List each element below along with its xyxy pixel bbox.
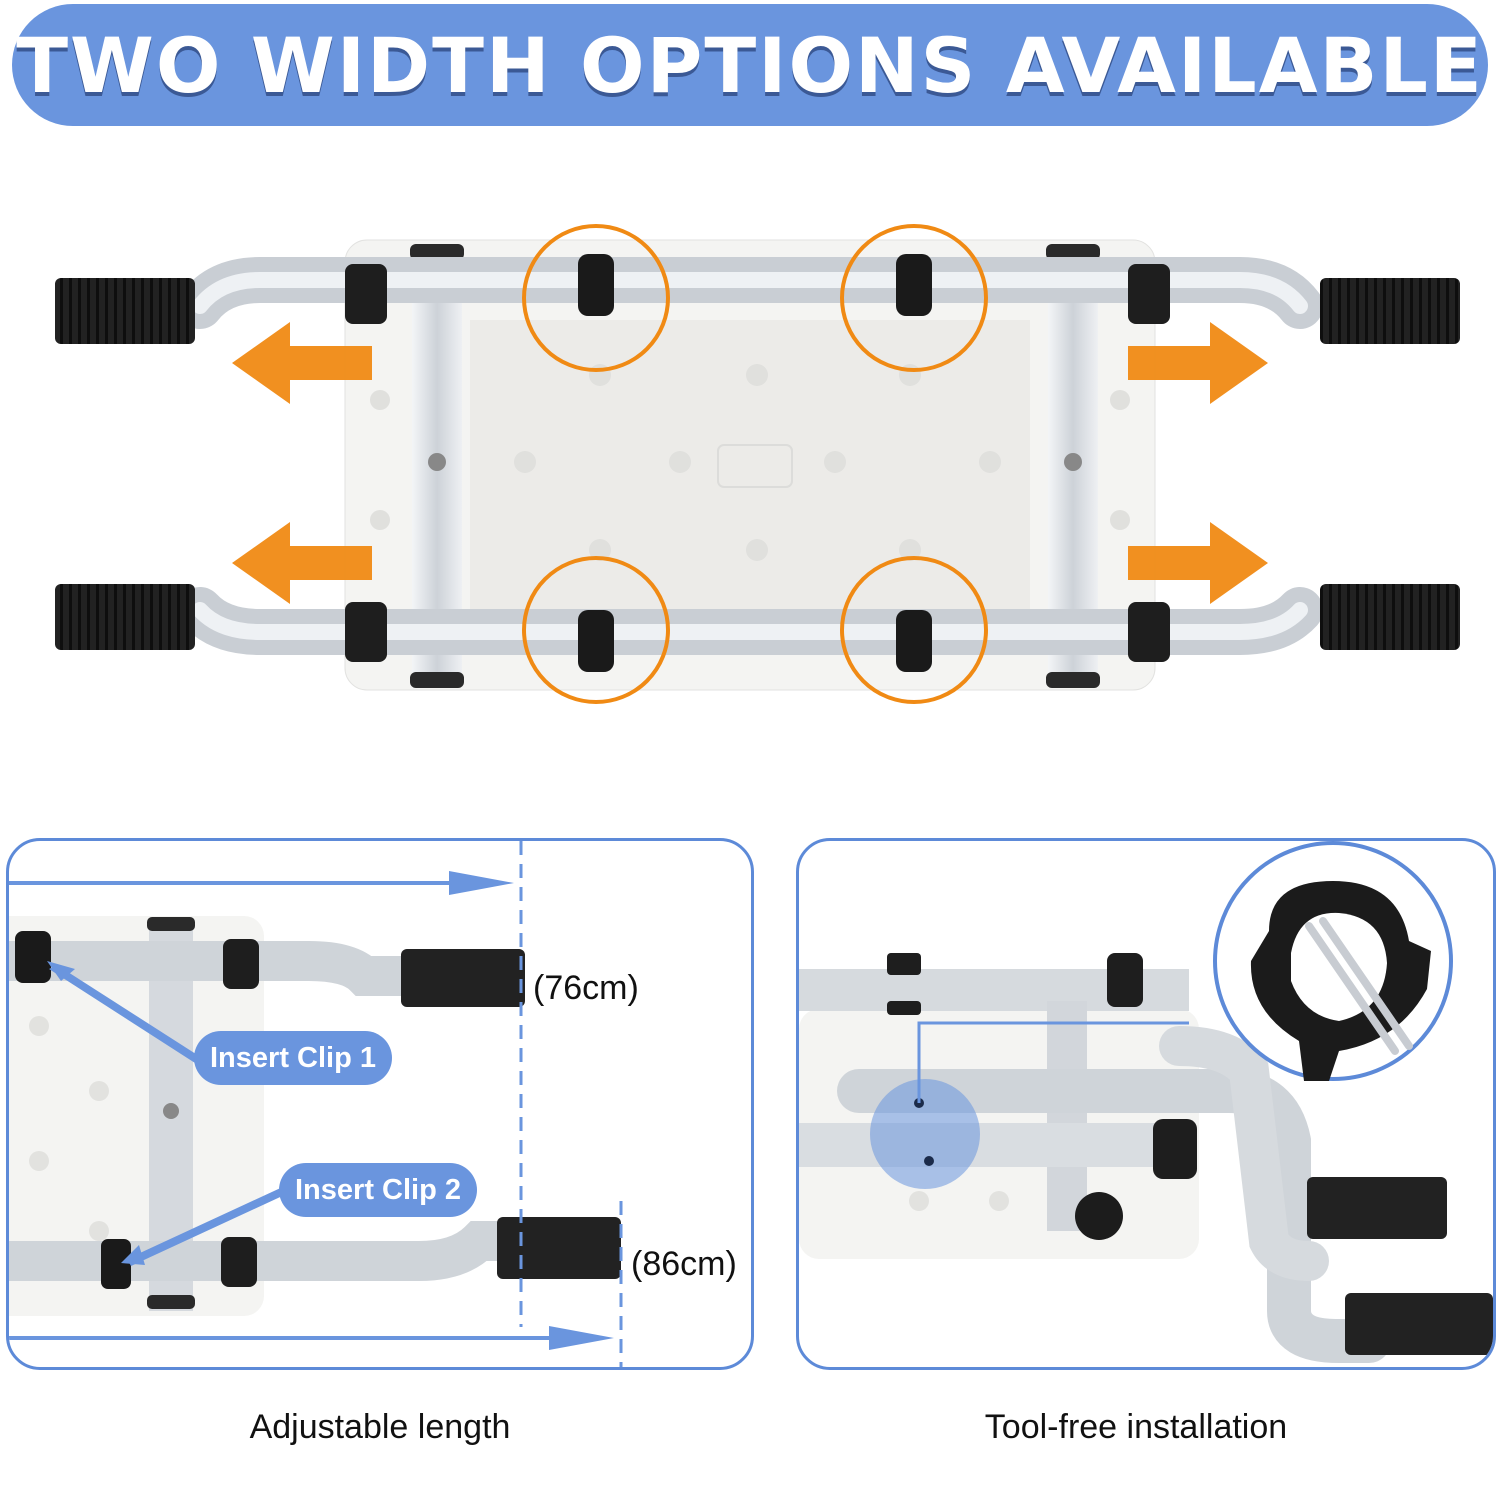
- banner-title: TWO WIDTH OPTIONS AVAILABLE: [16, 20, 1484, 110]
- foot-top-left: [55, 278, 195, 344]
- adjustable-length-panel: Insert Clip 1 Insert Clip 2 (76cm) (86cm…: [6, 838, 754, 1370]
- insert-clip-1-label: Insert Clip 1: [194, 1031, 392, 1085]
- bench-underside-illustration: [55, 224, 1460, 704]
- arrow-right-bottom: [1128, 522, 1268, 604]
- insert-clip-2-label: Insert Clip 2: [279, 1163, 477, 1217]
- clip-top-left: [578, 254, 614, 316]
- arrow-right-top: [1128, 322, 1268, 404]
- width-86cm-label: (86cm): [631, 1245, 737, 1283]
- foot-top-right: [1320, 278, 1460, 344]
- title-banner: TWO WIDTH OPTIONS AVAILABLE: [12, 4, 1488, 126]
- clip-installation-diagram: [799, 841, 1493, 1363]
- foot-bottom-left: [55, 584, 195, 650]
- foot-bottom-right: [1320, 584, 1460, 650]
- clip-bottom-right: [896, 610, 932, 672]
- width-76cm-label: (76cm): [533, 969, 639, 1007]
- arrow-left-bottom: [232, 522, 372, 604]
- tool-free-installation-caption: Tool-free installation: [984, 1408, 1288, 1446]
- tool-free-installation-panel: [796, 838, 1496, 1370]
- clip-top-right: [896, 254, 932, 316]
- adjustable-length-diagram: [9, 841, 623, 1367]
- arrow-left-top: [232, 322, 372, 404]
- adjustable-length-caption: Adjustable length: [249, 1408, 511, 1446]
- clip-bottom-left: [578, 610, 614, 672]
